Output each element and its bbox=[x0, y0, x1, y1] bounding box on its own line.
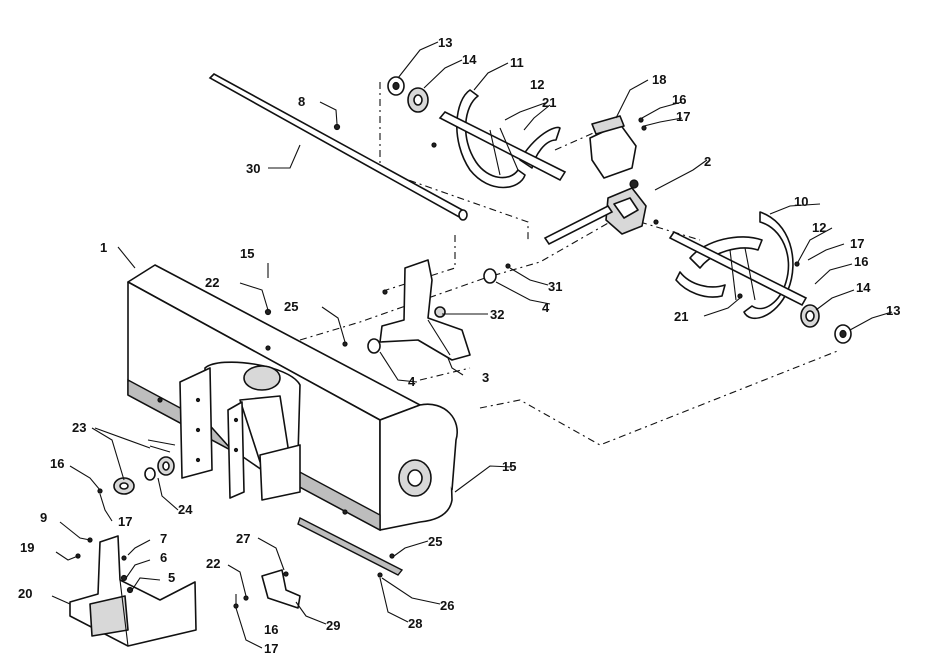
callout-4-upper: 4 bbox=[542, 300, 550, 315]
callout-13-right: 13 bbox=[886, 303, 900, 318]
callout-1: 1 bbox=[100, 240, 107, 255]
callout-5: 5 bbox=[168, 570, 175, 585]
screw-small bbox=[382, 289, 388, 295]
screw-part-31 bbox=[505, 263, 511, 269]
callout-16-bottom: 16 bbox=[264, 622, 278, 637]
callout-13-left: 13 bbox=[438, 35, 452, 50]
washer-right-part-14 bbox=[800, 304, 820, 328]
center-bracket-part-3 bbox=[379, 259, 471, 361]
bearing-left-part-13 bbox=[387, 76, 405, 96]
spacer-part-24 bbox=[144, 456, 175, 481]
callouts: 1 2 3 4 4 5 6 7 8 9 10 11 12 12 13 13 14… bbox=[18, 35, 900, 656]
bracket-part-29 bbox=[233, 569, 301, 609]
callout-16-left: 16 bbox=[50, 456, 64, 471]
callout-17-left: 17 bbox=[118, 514, 132, 529]
skid-shoe-part-20 bbox=[69, 535, 197, 647]
callout-18: 18 bbox=[652, 72, 666, 87]
callout-10: 10 bbox=[794, 194, 808, 209]
chute-flange-part-23 bbox=[113, 477, 135, 495]
bushing-part-4-lower bbox=[367, 338, 381, 354]
callout-27: 27 bbox=[236, 531, 250, 546]
washer-left-part-14 bbox=[407, 87, 429, 113]
auger-right-part-10 bbox=[668, 211, 808, 320]
bushing-part-4-upper bbox=[483, 268, 497, 284]
callout-32: 32 bbox=[490, 307, 504, 322]
callout-9: 9 bbox=[40, 510, 47, 525]
screw-part-16-left bbox=[97, 488, 103, 494]
callout-6: 6 bbox=[160, 550, 167, 565]
gearbox-cover-part-18 bbox=[589, 115, 647, 179]
housing-part-1 bbox=[127, 264, 453, 532]
drive-rod-part-30 bbox=[208, 73, 468, 221]
callout-14-right: 14 bbox=[856, 280, 871, 295]
gearbox-part-2 bbox=[543, 179, 659, 246]
callout-19: 19 bbox=[20, 540, 34, 555]
callout-16-gearbox: 16 bbox=[672, 92, 686, 107]
callout-26: 26 bbox=[440, 598, 454, 613]
callout-21-upper: 21 bbox=[542, 95, 556, 110]
callout-30: 30 bbox=[246, 161, 260, 176]
callout-12-right: 12 bbox=[812, 220, 826, 235]
callout-11: 11 bbox=[510, 55, 524, 70]
callout-7: 7 bbox=[160, 531, 167, 546]
callout-16-right: 16 bbox=[854, 254, 868, 269]
callout-23: 23 bbox=[72, 420, 86, 435]
bearing-right-part-13 bbox=[834, 324, 852, 344]
callout-22-upper: 22 bbox=[205, 275, 219, 290]
spring-clip bbox=[147, 439, 176, 453]
callout-4-lower: 4 bbox=[408, 374, 416, 389]
callout-24: 24 bbox=[178, 502, 193, 517]
callout-8: 8 bbox=[298, 94, 305, 109]
skid-plate-part-15 bbox=[419, 403, 458, 491]
callout-20: 20 bbox=[18, 586, 32, 601]
callout-25-lower: 25 bbox=[428, 534, 442, 549]
callout-17-bottom: 17 bbox=[264, 641, 278, 656]
callout-15-upper: 15 bbox=[240, 246, 254, 261]
callout-14-left: 14 bbox=[462, 52, 477, 67]
callout-17-right: 17 bbox=[850, 236, 864, 251]
callout-31: 31 bbox=[548, 279, 562, 294]
callout-17-gearbox: 17 bbox=[676, 109, 690, 124]
callout-3: 3 bbox=[482, 370, 489, 385]
callout-2: 2 bbox=[704, 154, 711, 169]
callout-28: 28 bbox=[408, 616, 422, 631]
callout-25-upper: 25 bbox=[284, 299, 298, 314]
callout-22-lower: 22 bbox=[206, 556, 220, 571]
callout-21-lower: 21 bbox=[674, 309, 688, 324]
leader-lines bbox=[51, 41, 893, 649]
auger-left-part-11 bbox=[431, 89, 567, 189]
callout-15-lower: 15 bbox=[502, 459, 516, 474]
callout-29: 29 bbox=[326, 618, 340, 633]
callout-12-left: 12 bbox=[530, 77, 544, 92]
